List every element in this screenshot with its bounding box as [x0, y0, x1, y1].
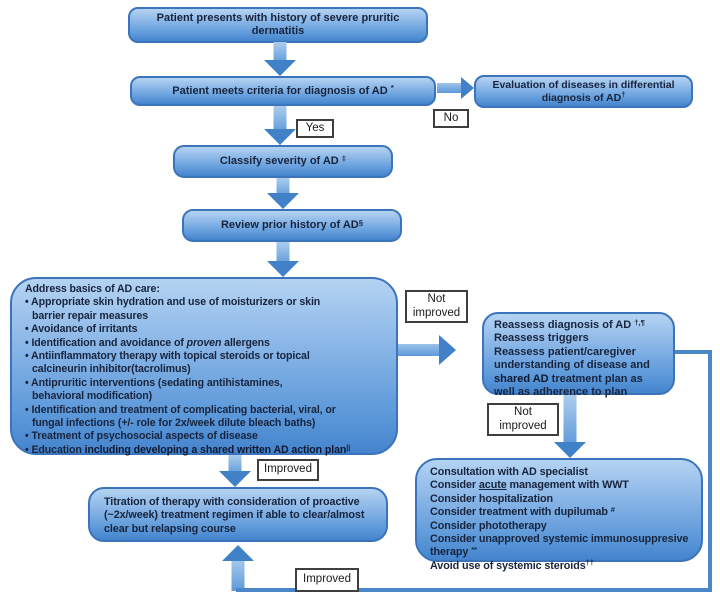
- node-classify-severity: Classify severity of AD ‡: [173, 145, 393, 178]
- rail-reassess-to-right: [675, 350, 712, 354]
- label-improved-1: Improved: [257, 459, 319, 481]
- node-reassess: Reassess diagnosis of AD †,¶Reassess tri…: [482, 312, 675, 398]
- arrow-review-to-basics-icon: [267, 242, 299, 277]
- node-review-history: Review prior history of AD§: [182, 209, 402, 242]
- node-titration: Titration of therapy with consideration …: [88, 487, 388, 542]
- label-no: No: [433, 109, 469, 128]
- rail-right-vertical: [708, 350, 712, 590]
- arrow-presents-to-criteria-icon: [264, 42, 296, 76]
- arrow-reassess-to-consultation-icon: [554, 395, 586, 458]
- label-yes: Yes: [296, 119, 334, 138]
- label-improved-2: Improved: [295, 568, 359, 592]
- node-meets-criteria: Patient meets criteria for diagnosis of …: [130, 76, 436, 106]
- node-address-basics: Address basics of AD care:• Appropriate …: [10, 277, 398, 456]
- node-patient-presents: Patient presents with history of severe …: [128, 7, 428, 43]
- arrow-criteria-to-classify-icon: [264, 106, 296, 145]
- arrow-basics-to-titration-icon: [219, 455, 251, 487]
- arrow-classify-to-review-icon: [267, 178, 299, 209]
- rail-bottom-horizontal: [236, 588, 712, 592]
- arrow-improved-to-titration-icon: [222, 545, 254, 591]
- label-not-improved-2: Not improved: [487, 403, 559, 436]
- arrow-basics-to-reassess-icon: [398, 335, 456, 365]
- label-not-improved-1: Not improved: [405, 290, 468, 323]
- arrow-criteria-to-evaluation-icon: [437, 77, 474, 99]
